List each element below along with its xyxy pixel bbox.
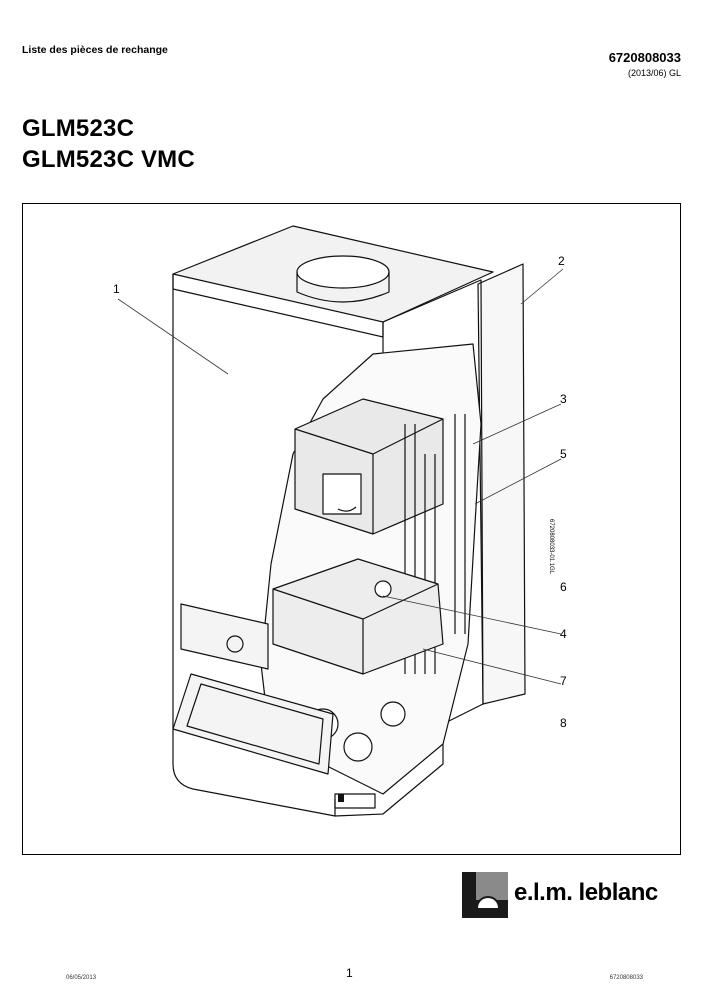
footer-document-number: 6720808033: [609, 975, 643, 981]
callout-1: 1: [113, 282, 120, 296]
brand-name: e.l.m. leblanc: [514, 879, 658, 906]
section-title: Liste des pièces de rechange: [22, 44, 168, 56]
figure-reference-code: 6720808033-01.1GL: [548, 519, 554, 575]
document-number: 6720808033: [608, 50, 681, 65]
model-title-2: GLM523C VMC: [22, 146, 195, 173]
callout-6: 6: [560, 580, 567, 594]
brand-logo: e.l.m. leblanc: [462, 872, 662, 918]
callout-3: 3: [560, 392, 567, 406]
model-title-1: GLM523C: [22, 115, 135, 142]
document-date: (2013/06) GL: [627, 68, 681, 78]
callout-2: 2: [558, 254, 565, 268]
footer-date: 06/05/2013: [66, 975, 97, 981]
callout-8: 8: [560, 716, 567, 730]
callout-5: 5: [560, 447, 567, 461]
exploded-view-figure: 1 2 3 5 6 4 7 8 6720808033-01.1GL: [22, 203, 681, 855]
callout-4: 4: [560, 627, 567, 641]
boiler-illustration: [117, 225, 564, 817]
callout-7: 7: [560, 674, 567, 688]
logo-mark-icon: [462, 872, 508, 918]
page-number: 1: [346, 966, 353, 980]
